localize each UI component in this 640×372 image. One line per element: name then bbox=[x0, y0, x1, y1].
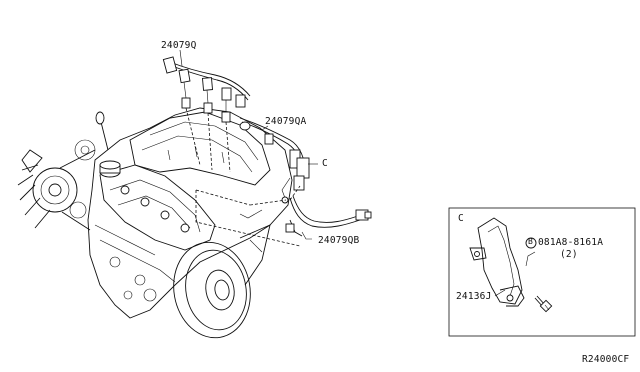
detail-box-c bbox=[448, 207, 636, 337]
harness-24079q bbox=[162, 56, 251, 123]
part-label-bolt-qty: (2) bbox=[560, 249, 578, 260]
part-label-24079qa: 24079QA bbox=[265, 116, 307, 127]
reference-callout-c-detail: C bbox=[458, 213, 464, 224]
reference-callout-c-main: C bbox=[322, 158, 328, 169]
part-label-24079q: 24079Q bbox=[161, 40, 197, 51]
engine-assembly bbox=[17, 107, 293, 339]
diagram-id: R24000CF bbox=[582, 354, 630, 365]
harness-24079qb bbox=[239, 195, 372, 237]
part-label-bolt: 081A8-8161A bbox=[538, 237, 604, 248]
leader-lines bbox=[179, 49, 318, 247]
part-label-24136j: 24136J bbox=[456, 291, 492, 302]
part-label-24079qb: 24079QB bbox=[318, 235, 360, 246]
bolt-symbol-b: B bbox=[528, 237, 534, 246]
harness-24079qa bbox=[239, 117, 310, 204]
